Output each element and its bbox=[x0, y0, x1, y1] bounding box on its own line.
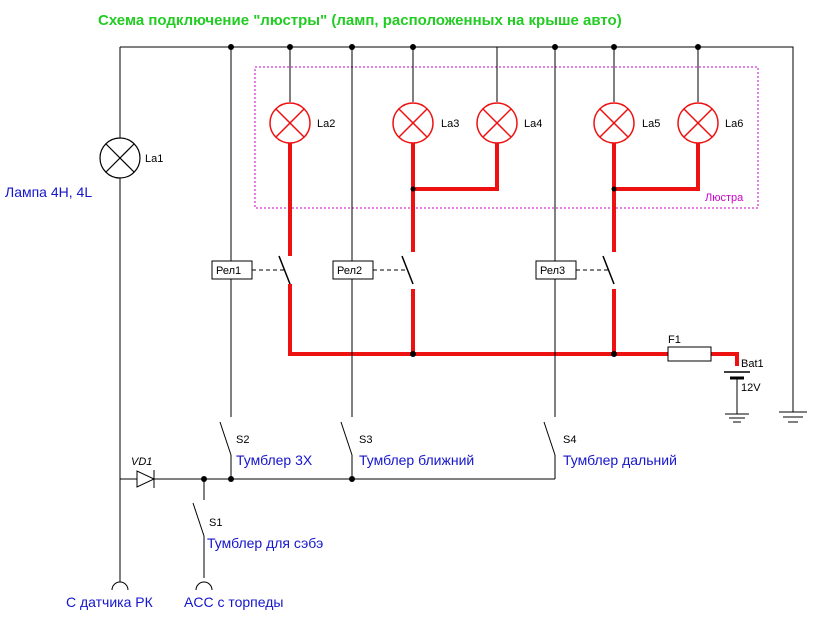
lamp-la6-icon bbox=[677, 102, 719, 144]
lamp-la1-label: La1 bbox=[145, 153, 163, 165]
relay-contact-3 bbox=[602, 255, 615, 285]
switch-s3-desc: Тумблер ближний bbox=[359, 452, 474, 468]
fuse-f1 bbox=[667, 346, 712, 362]
lamp-la5-icon bbox=[593, 102, 635, 144]
power-wires bbox=[288, 143, 739, 366]
switch-s2-name: S2 bbox=[236, 434, 249, 446]
lamp-la1-description: Лампа 4H, 4L bbox=[5, 184, 92, 200]
switch-s1-desc: Тумблер для сэбэ bbox=[207, 535, 323, 551]
relay-contact-2 bbox=[401, 255, 414, 285]
battery-voltage: 12V bbox=[741, 382, 761, 394]
switch-s3 bbox=[340, 421, 353, 479]
switch-s1-name: S1 bbox=[209, 517, 222, 529]
relay-2-label: Рел2 bbox=[337, 265, 362, 277]
relay-contact-1 bbox=[278, 252, 292, 289]
diagram-title: Схема подключение "люстры" (ламп, распол… bbox=[98, 12, 622, 29]
connector-acc bbox=[195, 581, 213, 591]
input-rk-label: С датчика РК bbox=[66, 594, 154, 610]
lamp-feed-wires bbox=[289, 47, 699, 102]
switch-s4 bbox=[543, 421, 556, 479]
lamp-la4-icon bbox=[476, 102, 518, 144]
switch-s3-name: S3 bbox=[359, 434, 372, 446]
lamp-la1-icon bbox=[99, 137, 141, 179]
connector-rk bbox=[111, 581, 129, 591]
lamp-la3-label: La3 bbox=[441, 118, 459, 130]
top-bus bbox=[119, 46, 794, 582]
relay-1-label: Рел1 bbox=[216, 265, 241, 277]
fuse-f1-label: F1 bbox=[668, 334, 681, 346]
battery-symbol bbox=[724, 371, 750, 423]
switch-s2-desc: Тумблер 3X bbox=[236, 452, 313, 468]
input-acc-label: ACC с торпеды bbox=[184, 594, 283, 610]
lamp-la2-icon bbox=[269, 102, 311, 144]
switch-s4-desc: Тумблер дальний bbox=[563, 452, 677, 468]
chandelier-label: Люстра bbox=[705, 192, 744, 204]
switch-s4-name: S4 bbox=[563, 434, 576, 446]
diode-vd1-label: VD1 bbox=[131, 456, 152, 468]
diode-vd1-icon bbox=[136, 470, 156, 488]
power-junctions bbox=[410, 186, 617, 357]
battery-name: Bat1 bbox=[741, 358, 764, 370]
control-lines bbox=[230, 47, 556, 417]
chandelier-box bbox=[254, 66, 759, 209]
lamp-la6-label: La6 bbox=[725, 118, 743, 130]
lamp-la5-label: La5 bbox=[642, 118, 660, 130]
lamp-la3-icon bbox=[392, 102, 434, 144]
switch-s2 bbox=[219, 421, 232, 479]
switch-s1 bbox=[192, 479, 205, 578]
relay-3-label: Рел3 bbox=[540, 265, 565, 277]
lamp-la4-label: La4 bbox=[524, 118, 542, 130]
ground-symbol-right bbox=[779, 411, 807, 423]
lamp-la2-label: La2 bbox=[317, 118, 335, 130]
